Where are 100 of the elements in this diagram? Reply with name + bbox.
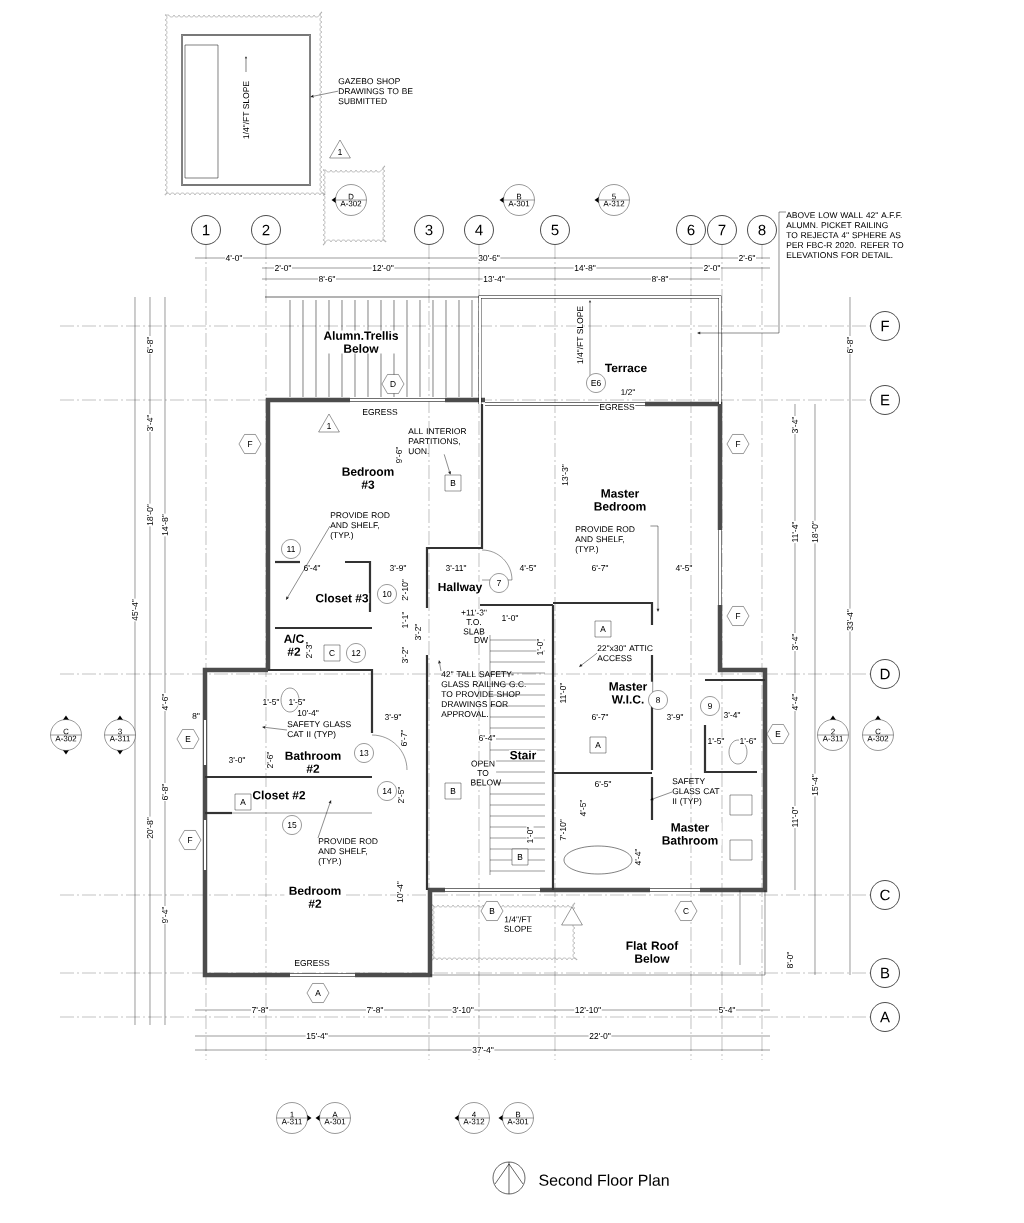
dimension-text: 1'-6" [738,737,758,745]
room-name: Bedroom #3 [337,466,399,490]
dimension-text: 3'-4" [722,711,742,719]
dimension-text: 7'-10" [559,818,567,842]
dimension-text: 3'-2" [414,623,422,642]
grid-bubble: E [870,385,900,415]
circle-tag: 15 [282,815,302,835]
plan-note: EGRESS [361,408,399,416]
grid-bubble: F [870,311,900,341]
dimension-text: 4'-5" [518,564,538,572]
dimension-text: 11'-4" [791,520,799,544]
circle-tag: 11 [281,539,301,559]
dimension-text: 2'-0" [273,264,293,272]
grid-bubble: 6 [676,215,706,245]
square-tag: A [594,620,612,638]
square-tag: A [234,793,252,811]
dimension-text: 6'-8" [161,783,169,802]
dimension-text: 1'-1" [401,611,409,630]
dimension-text: 8'-8" [650,275,670,283]
dimension-text: 4'-5" [674,564,694,572]
dimension-text: 6'-8" [846,336,854,355]
note-text: SAFETY GLASS CAT II (TYP) [672,778,720,806]
dimension-text: 13'-4" [482,275,506,283]
circle-tag: 9 [700,696,720,716]
grid-bubble: 3 [414,215,444,245]
dimension-text: 4'-0" [224,254,244,262]
dimension-text: 1'-5" [706,737,726,745]
dimension-text: 3'-4" [146,414,154,433]
dimension-text: 9'-6" [395,446,403,465]
note-text: PROVIDE ROD AND SHELF, (TYP.) [575,526,635,554]
hexagon-tag: C [674,901,698,921]
dimension-text: 33'-4" [846,608,854,632]
room-name: Alumn.Trellis Below [320,330,402,354]
dimension-text: 9'-4" [161,906,169,925]
room-name: Master Bathroom [658,822,722,846]
note-text: PROVIDE ROD AND SHELF, (TYP.) [318,838,378,866]
dimension-text: 14'-8" [161,513,169,537]
dimension-text: 2'-6" [737,254,757,262]
circle-tag: 14 [377,781,397,801]
hexagon-tag: B [480,901,504,921]
hexagon-tag: F [238,434,262,454]
dimension-text: 1'-0" [526,826,534,845]
leader-line [650,525,660,612]
dimension-text: 12'-0" [371,264,395,272]
dimension-text: 1'-0" [500,614,520,622]
dimension-text: 18'-0" [811,520,819,544]
leader-line [697,211,787,335]
hexagon-tag: E [176,729,200,749]
note-text: GAZEBO SHOP DRAWINGS TO BE SUBMITTED [338,78,413,105]
plan-note: EGRESS [293,959,331,967]
leader-line [262,726,288,731]
dimension-text: 4'-6" [161,693,169,712]
dimension-text: 11'-0" [559,681,567,705]
leader-line [579,652,598,667]
circle-tag: 7 [489,573,509,593]
dimension-text: 45'-4" [131,598,139,622]
dimension-text: 6'-5" [593,780,613,788]
room-name: Bathroom #2 [279,750,347,774]
square-tag: C [323,644,341,662]
dimension-text: 8'-0" [786,951,794,970]
grid-bubble: A [870,1002,900,1032]
dimension-text: 30'-6" [477,254,501,262]
circle-tag: 12 [346,643,366,663]
grid-bubble: B [870,958,900,988]
dimension-text: 14'-8" [573,264,597,272]
dimension-text: 3'-4" [791,416,799,435]
room-name: Closet #2 [251,790,307,800]
revision-triangle [561,906,583,926]
square-tag: A [589,736,607,754]
note-text: 42" TALL SAFETY-GLASS RAILING G.C. TO PROVIDE SHOP DRAWINGS FOR APPROVAL. [441,671,526,718]
dimension-text: 3'-2" [401,646,409,665]
dimension-text: 7'-8" [250,1006,270,1014]
dimension-text: 13'-3" [561,463,569,487]
dimension-text: 1'-0" [536,638,544,657]
room-name: Master Bedroom [584,488,656,512]
dimension-text: 15'-4" [305,1032,329,1040]
dimension-text: 3'-0" [227,756,247,764]
room-name: Stair [509,750,537,760]
grid-bubble: 1 [191,215,221,245]
dimension-text: 10'-4" [296,709,320,717]
dimension-text: 2'-6" [266,751,274,770]
dimension-text: 2'-0" [702,264,722,272]
dimension-text: 3'-9" [665,713,685,721]
dimension-text: 7'-8" [365,1006,385,1014]
leader-line [650,791,673,801]
grid-bubble: 5 [540,215,570,245]
note-text: ALL INTERIOR PARTITIONS, UON. [408,428,467,455]
grid-bubble: 7 [707,215,737,245]
grid-bubble: 2 [251,215,281,245]
dimension-text: 1'-5" [287,698,307,706]
hexagon-tag: F [726,606,750,626]
square-tag: B [444,782,462,800]
room-name: Terrace [604,363,648,373]
revision-triangle: 1 [329,139,351,159]
dimension-text: 37'-4" [471,1046,495,1054]
revision-triangle: 1 [318,413,340,433]
circle-tag: 8 [648,690,668,710]
dimension-text: 4'-4" [791,693,799,712]
hexagon-tag: A [306,983,330,1003]
leader-line [310,90,339,98]
